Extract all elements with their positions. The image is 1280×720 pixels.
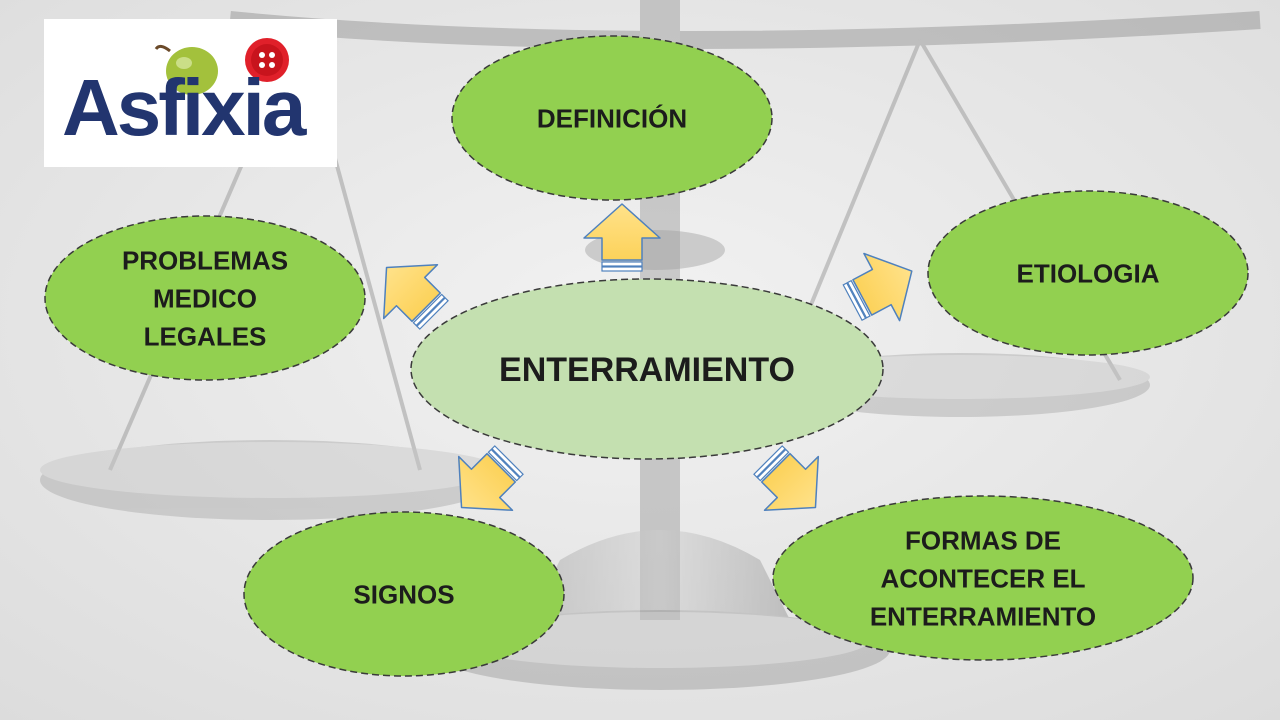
button-icon (245, 38, 289, 82)
grape-icon (154, 44, 218, 95)
node-signos-line: SIGNOS (353, 579, 454, 609)
arrow-upper-right (842, 252, 913, 322)
arrow-up (583, 203, 661, 272)
logo: Asfixia (44, 19, 337, 167)
center-label: ENTERRAMIENTO (499, 351, 795, 389)
node-formas-line: ACONTECER EL (880, 563, 1085, 593)
node-signos: SIGNOS (243, 511, 565, 677)
arrow-upper-left (382, 263, 449, 330)
node-formas: FORMAS DE ACONTECER EL ENTERRAMIENTO (772, 495, 1194, 661)
node-problemas-line: MEDICO (153, 283, 257, 313)
node-problemas-line: PROBLEMAS (122, 245, 288, 275)
arrow-lower-right (753, 445, 820, 512)
logo-text: Asfixia (62, 63, 306, 152)
node-definicion: DEFINICIÓN (451, 35, 773, 201)
node-problemas-line: LEGALES (144, 321, 267, 351)
node-formas-line: ENTERRAMIENTO (870, 601, 1096, 631)
arrow-lower-left (457, 445, 524, 512)
node-formas-line: FORMAS DE (905, 525, 1061, 555)
center-node: ENTERRAMIENTO (410, 278, 884, 460)
node-definicion-line: DEFINICIÓN (537, 103, 687, 133)
node-problemas: PROBLEMAS MEDICO LEGALES (44, 215, 366, 381)
node-etiologia-line: ETIOLOGIA (1017, 258, 1160, 288)
node-etiologia: ETIOLOGIA (927, 190, 1249, 356)
